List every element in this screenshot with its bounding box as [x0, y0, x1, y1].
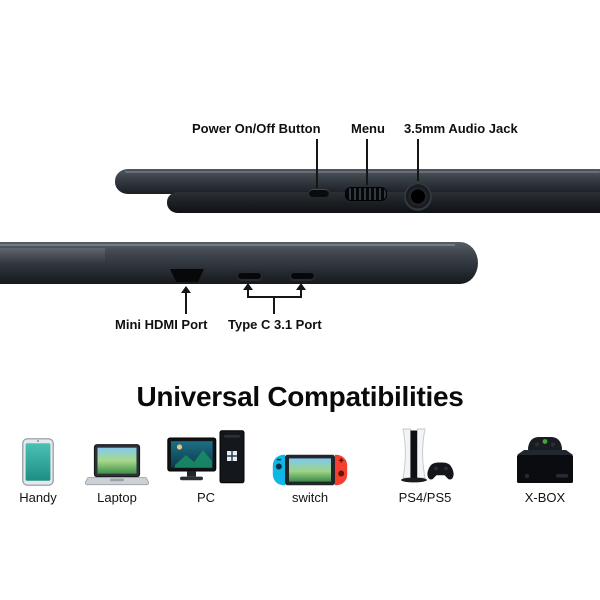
smartphone-icon [22, 438, 54, 486]
device-label-switch: switch [291, 490, 329, 505]
desktop-pc-icon [167, 430, 245, 484]
type-c1-arrowhead [243, 283, 253, 290]
power-button [309, 189, 329, 197]
type-c-bracket-line [247, 296, 302, 298]
type-c1-leader-line [247, 289, 249, 298]
device-label-pc: PC [196, 490, 216, 505]
monitor-kickstand [0, 248, 105, 264]
audio-jack-label: 3.5mm Audio Jack [404, 121, 518, 136]
mini-hdmi-port [170, 269, 204, 282]
menu-leader-line [366, 139, 368, 185]
type-c-center-line [273, 298, 275, 314]
type-c-port-2 [289, 271, 316, 281]
mini-hdmi-label: Mini HDMI Port [115, 317, 208, 332]
device-label-handy: Handy [19, 490, 57, 505]
menu-label: Menu [351, 121, 385, 136]
audio-leader-line [417, 139, 419, 181]
laptop-icon [85, 444, 149, 486]
monitor-kickstand-cover [167, 192, 600, 213]
monitor-bottom-edge-view [0, 238, 480, 290]
device-label-laptop: Laptop [97, 490, 137, 505]
device-label-xbox: X-BOX [524, 490, 566, 505]
monitor-top-edge-view [115, 166, 600, 216]
power-leader-line [316, 139, 318, 188]
playstation-icon [401, 428, 454, 483]
hdmi-leader-line [185, 292, 187, 314]
device-label-ps: PS4/PS5 [398, 490, 452, 505]
audio-jack-port [404, 183, 432, 211]
xbox-icon [517, 437, 573, 483]
menu-dial [345, 187, 387, 201]
type-c2-arrowhead [296, 283, 306, 290]
power-button-label: Power On/Off Button [192, 121, 321, 136]
hdmi-arrowhead [181, 286, 191, 293]
type-c2-leader-line [300, 289, 302, 298]
type-c-port-1 [236, 271, 263, 281]
nintendo-switch-icon [272, 454, 348, 486]
section-title: Universal Compatibilities [136, 381, 464, 412]
type-c-label: Type C 3.1 Port [228, 317, 322, 332]
